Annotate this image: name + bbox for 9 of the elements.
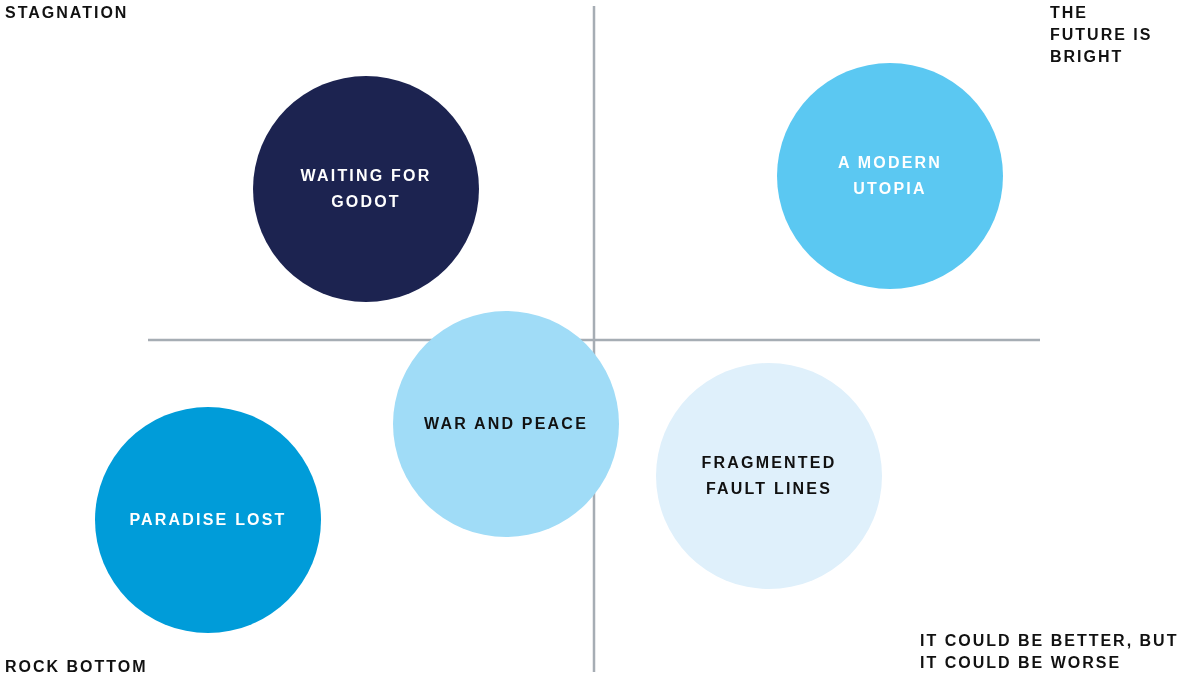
scenario-label: WAR AND PEACE — [423, 414, 589, 434]
quadrant-label: IT COULD BE BETTER, BUT IT COULD BE WORSE — [920, 631, 1180, 673]
quadrant-label: THE FUTURE IS BRIGHT — [1050, 3, 1154, 67]
quadrant-label: ROCK BOTTOM — [5, 657, 148, 677]
scenario-label: FRAGMENTED FAULT LINES — [700, 453, 838, 499]
quadrant-label: STAGNATION — [5, 3, 129, 23]
scenario-label: PARADISE LOST — [128, 510, 288, 530]
scenario-label: A MODERN UTOPIA — [836, 153, 944, 199]
scenario-label: WAITING FOR GODOT — [299, 166, 433, 212]
